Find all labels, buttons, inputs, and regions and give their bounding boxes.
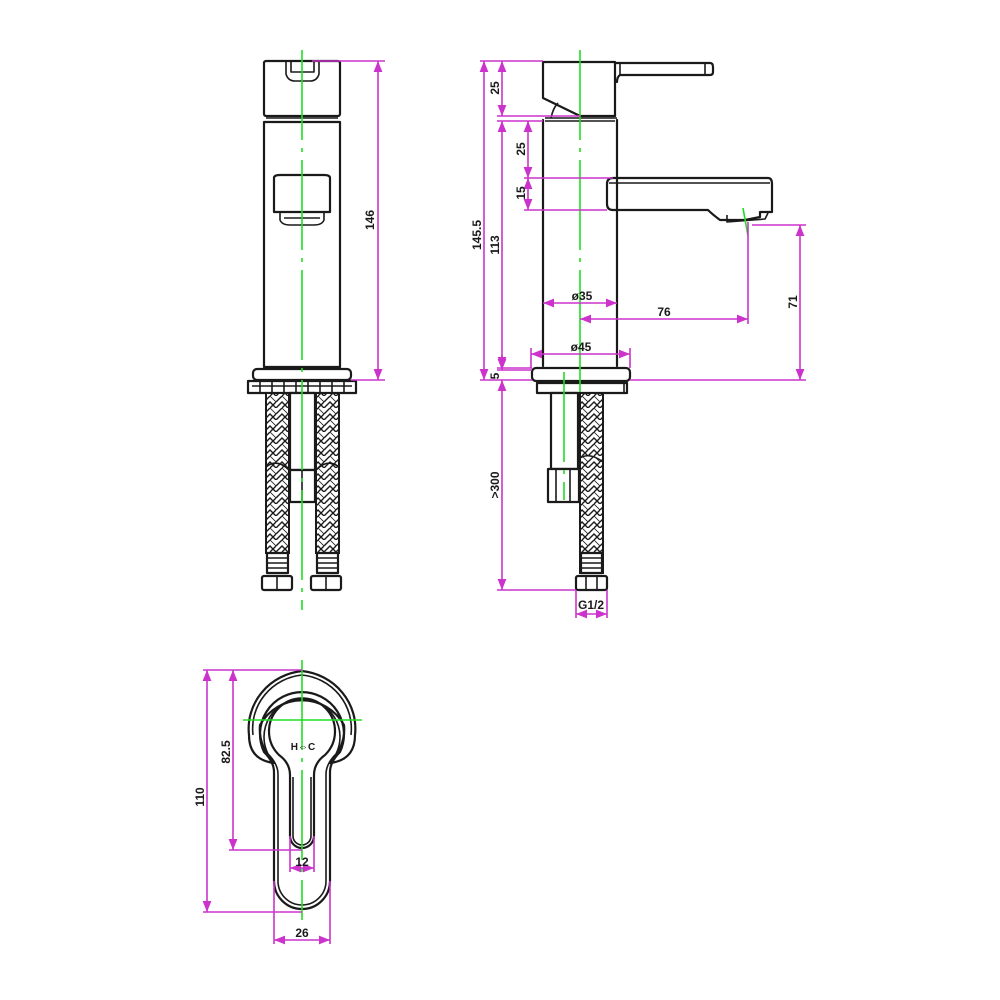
hose-side [579, 392, 604, 574]
dim-label-25-spout: 25 [514, 142, 528, 156]
dim-label-82-5: 82.5 [219, 740, 233, 764]
dim-label-113: 113 [488, 235, 502, 255]
front-view: 146 [246, 50, 385, 610]
dim-label-g1-2: G1/2 [578, 598, 604, 612]
dim-label-300: >300 [488, 471, 502, 498]
dim-label-5: 5 [488, 372, 502, 379]
dim-handle-length: 110 [193, 669, 302, 913]
hose-nut-side [574, 574, 609, 592]
hose-right-front [315, 392, 340, 554]
handle-keyhole [258, 691, 346, 911]
spout-side [605, 176, 774, 222]
dim-label-25-handle: 25 [488, 81, 502, 95]
dim-label-12: 12 [295, 855, 309, 869]
dim-body-height: 113 [488, 120, 543, 371]
dim-spout-reach: 76 [580, 222, 749, 324]
dim-base-thickness: 5 [488, 355, 532, 379]
dim-label-d35: ø35 [572, 289, 593, 303]
hose-ferrules-front [260, 551, 343, 592]
dim-overall-height-side: 145.5 [470, 60, 543, 381]
dim-handle-height: 25 [488, 61, 580, 117]
dim-total-height-front: 146 [312, 60, 385, 381]
dim-label-110: 110 [193, 787, 207, 807]
handle-slot [267, 697, 337, 850]
dim-label-145-5: 145.5 [470, 220, 484, 250]
spout-front [272, 173, 332, 214]
dim-label-76: 76 [657, 305, 671, 319]
dim-label-d45: ø45 [571, 340, 592, 354]
handle-body-side [541, 60, 617, 118]
hose-left-front [265, 392, 290, 554]
dim-label-146: 146 [363, 210, 377, 230]
handle-lever-side [613, 61, 715, 84]
dim-hose-length: >300 [488, 380, 576, 591]
dim-hose-thread: G1/2 [575, 590, 608, 619]
base-flange-side [530, 366, 632, 383]
dim-label-15: 15 [514, 186, 528, 200]
dim-body-diameter: ø35 [543, 289, 617, 308]
dim-base-diameter: ø45 [530, 340, 631, 368]
top-view: H⇔C 110 82.5 12 26 [193, 660, 362, 945]
dim-spout-offset: 25 [514, 120, 613, 179]
base-washer-side [535, 381, 629, 395]
dim-outlet-height: 71 [630, 224, 806, 381]
faucet-body-side [541, 118, 619, 368]
dim-label-26: 26 [295, 926, 309, 940]
dim-handle-width: 26 [273, 881, 331, 945]
side-view: 145.5 25 113 25 15 ø35 [470, 50, 806, 619]
dim-label-71: 71 [786, 295, 800, 309]
hot-cold-label: H⇔C [291, 742, 315, 753]
dim-spout-thickness: 15 [514, 178, 607, 211]
dim-slot-width: 12 [289, 836, 315, 873]
